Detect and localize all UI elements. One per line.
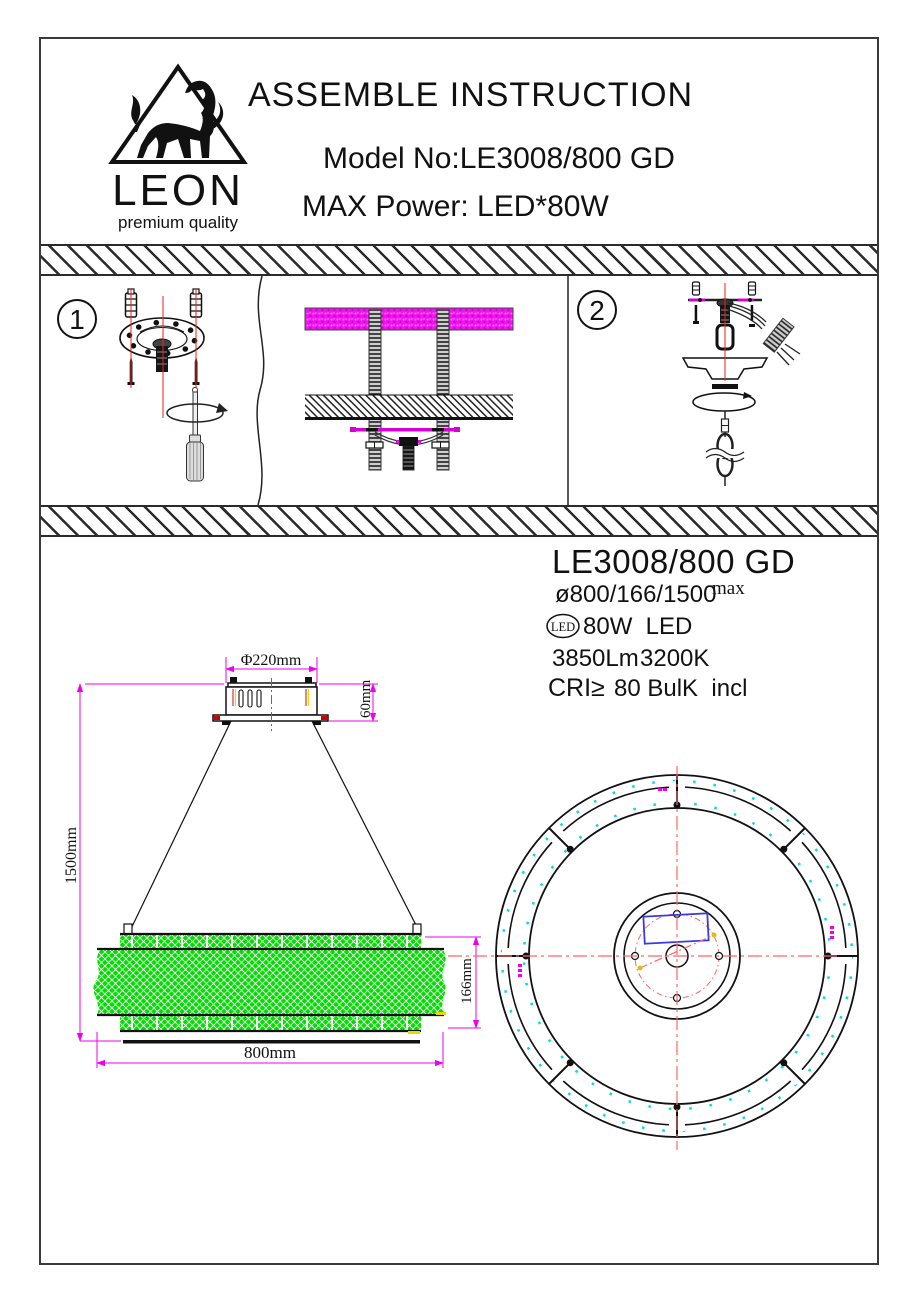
lion-silhouette-icon [131, 80, 224, 158]
hanging-bracket [350, 427, 460, 471]
leon-logo [108, 63, 248, 164]
spec-cri-value: 80 BulK incl [614, 675, 747, 702]
hatch-divider-bottom [41, 505, 877, 537]
spec-power: 80W LED [583, 613, 692, 640]
canopy-wiring-drawing [681, 281, 801, 486]
screwdriver-icon [166, 387, 228, 482]
mounting-plate-drawing [119, 288, 205, 418]
led-badge-icon [546, 613, 580, 639]
side-view-drawing: Φ220mm 60mm 1500mm 166mm 800mm [63, 652, 481, 1068]
spec-block: LE3008/800 GD ø800/166/1500 max LED 80W … [546, 543, 795, 702]
assembly-steps-drawing: 1 [57, 276, 801, 505]
centerline-crosshair [448, 766, 838, 1150]
wire-connector [762, 317, 795, 353]
model-number-line: Model No:LE3008/800 GD [323, 142, 675, 175]
sheet-border [39, 37, 879, 1265]
dim-canopy-height: 60mm [358, 679, 374, 718]
spec-lumen: 3850Lm [552, 645, 639, 672]
top-view-drawing [448, 766, 859, 1150]
dimension-marks [518, 788, 834, 977]
screw-icon [749, 305, 755, 327]
page-title: ASSEMBLE INSTRUCTION [248, 76, 694, 114]
dimension-lines [76, 657, 481, 1068]
brand-tagline: premium quality [118, 213, 238, 232]
lock-bar [712, 384, 738, 389]
screw-icon [693, 305, 699, 324]
alignment-redlines [130, 289, 197, 418]
ring-segment-joints [496, 775, 858, 1137]
spec-size-max: max [712, 578, 745, 599]
spec-color-temp: 3200K [640, 645, 709, 672]
canopy-side-view [212, 677, 329, 731]
wall-anchor-icon [747, 281, 757, 296]
wiring [726, 302, 801, 366]
hatch-divider-top [41, 244, 877, 276]
insulation-layer [304, 307, 514, 331]
led-badge-label: LED [551, 620, 575, 634]
step-2-badge: 2 [577, 290, 617, 330]
crystal-band [93, 923, 446, 1044]
brand-name: LEON [112, 166, 244, 215]
spec-size: ø800/166/1500 [555, 581, 716, 608]
ceiling-cross-section-drawing [304, 307, 514, 471]
dim-canopy-diameter: Φ220mm [241, 652, 302, 669]
technical-drawing-section: LE3008/800 GD ø800/166/1500 max LED 80W … [63, 543, 859, 1150]
suspension-chain [705, 411, 745, 486]
dim-fixture-diameter: 800mm [244, 1043, 296, 1062]
spec-model: LE3008/800 GD [552, 543, 795, 580]
dim-band-height: 166mm [459, 958, 475, 1004]
wavy-break-line [256, 276, 265, 505]
bottom-plate [123, 1040, 420, 1044]
slab-hatch [305, 395, 513, 417]
wall-anchor-icon [691, 281, 701, 296]
dim-suspension-length: 1500mm [63, 827, 80, 884]
max-power-line: MAX Power: LED*80W [302, 190, 609, 223]
step-1-number: 1 [69, 304, 85, 335]
step-2-number: 2 [589, 295, 605, 326]
cover-disc [692, 392, 756, 412]
step-1-badge: 1 [57, 299, 97, 339]
spec-cri-label: CRI≥ [548, 674, 605, 702]
